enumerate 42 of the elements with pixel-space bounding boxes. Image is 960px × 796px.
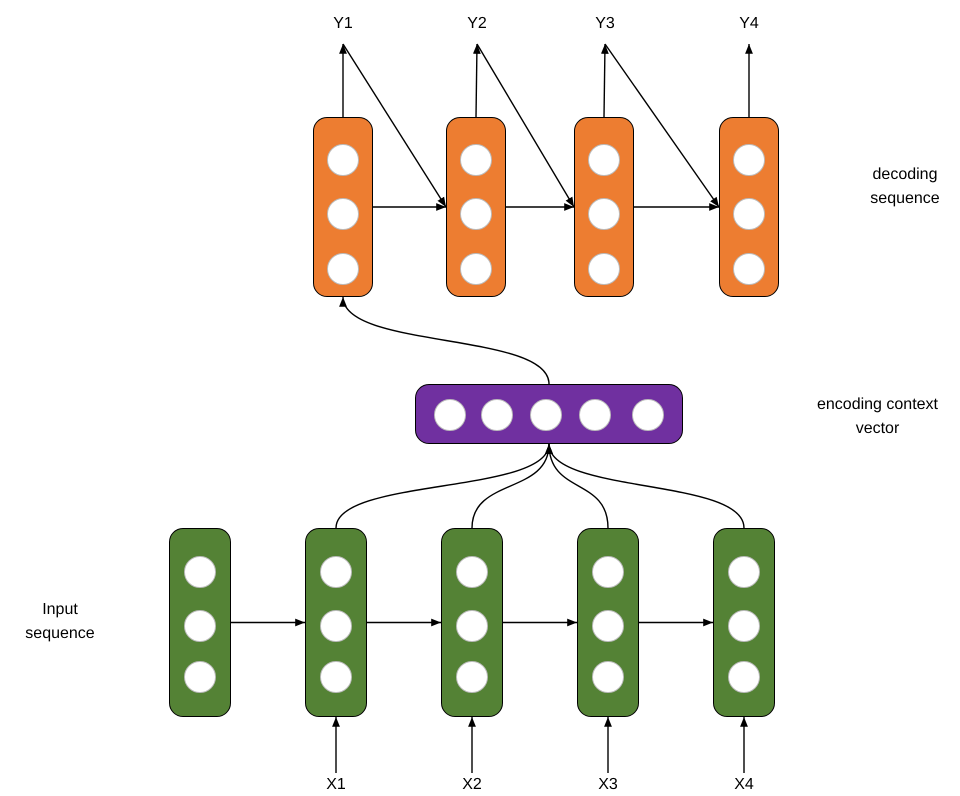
decoder-cell	[313, 117, 373, 297]
arrow	[503, 618, 577, 626]
arrow	[335, 444, 550, 528]
arrow	[472, 44, 481, 117]
arrow	[745, 44, 753, 117]
section-label: Input sequence	[24, 600, 96, 644]
input-label: X3	[588, 773, 628, 796]
arrow	[634, 203, 719, 211]
encoder-cell	[169, 528, 231, 717]
input-label: X1	[316, 773, 356, 796]
arrow	[332, 717, 340, 773]
arrow	[342, 296, 550, 384]
encoder-cell	[577, 528, 639, 717]
arrow	[639, 618, 713, 626]
arrow	[342, 44, 447, 208]
arrow	[548, 444, 745, 528]
arrow	[604, 44, 720, 208]
output-label: Y3	[585, 12, 625, 38]
output-label: Y2	[457, 12, 497, 38]
output-label: Y1	[323, 12, 363, 38]
section-label: encoding context vector	[816, 395, 939, 439]
arrow	[367, 618, 441, 626]
arrow	[740, 717, 748, 773]
output-label: Y4	[729, 12, 769, 38]
encoder-cell	[441, 528, 503, 717]
encoder-cell	[713, 528, 775, 717]
arrow	[604, 717, 612, 773]
arrow	[231, 618, 305, 626]
input-label: X2	[452, 773, 492, 796]
input-label: X4	[724, 773, 764, 796]
context-vector-bar	[415, 384, 683, 444]
decoder-cell	[574, 117, 634, 297]
arrow	[506, 203, 574, 211]
arrow	[373, 203, 446, 211]
arrow	[468, 717, 476, 773]
arrow	[339, 44, 347, 117]
decoder-cell	[446, 117, 506, 297]
arrow	[600, 44, 609, 117]
decoder-cell	[719, 117, 779, 297]
encoder-cell	[305, 528, 367, 717]
arrow	[476, 44, 575, 208]
section-label: decoding sequence	[869, 165, 941, 209]
